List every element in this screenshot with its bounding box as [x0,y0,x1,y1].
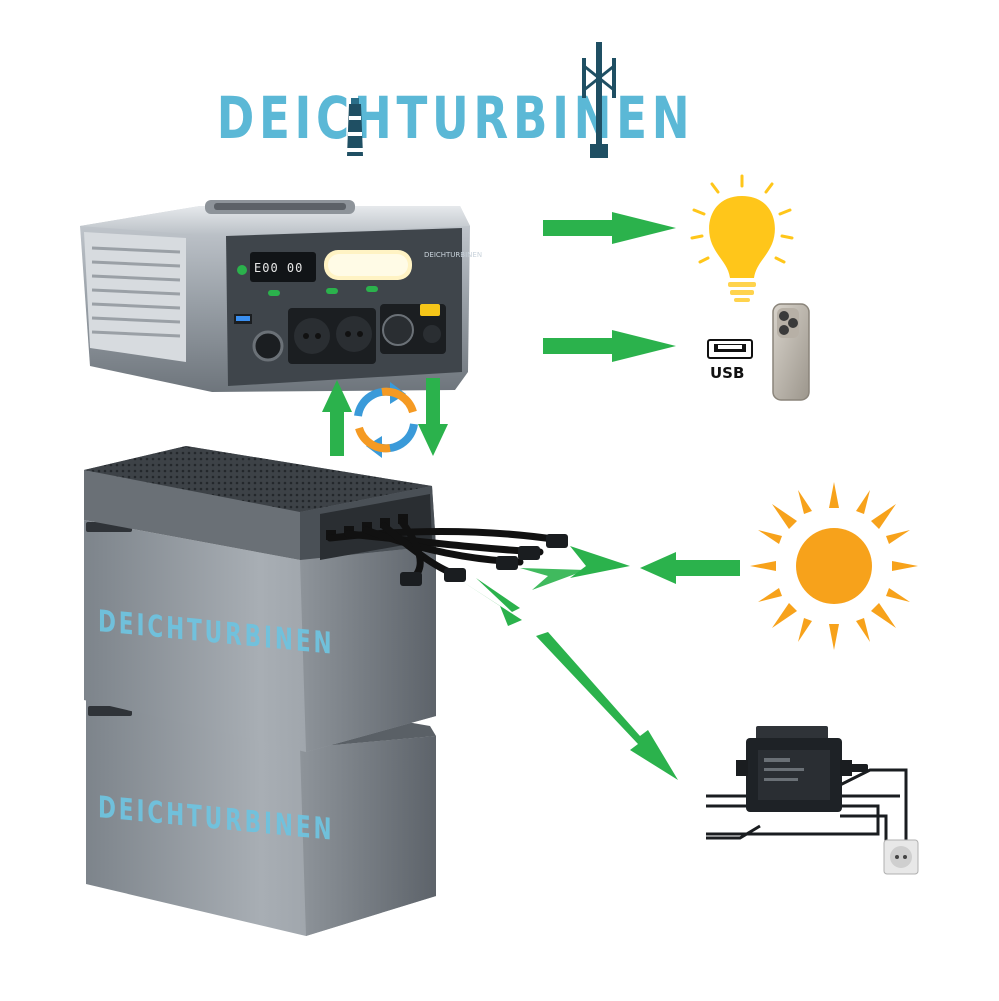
smartphone-icon [772,303,810,401]
solar-input-arrows [460,546,740,626]
power-station-front-brand: DEICHTURBINEN [424,251,482,259]
power-socket-icon [883,839,919,875]
arrow-to-inverter [536,632,678,780]
micro-inverter [706,726,908,846]
output-arrows [543,212,676,362]
arrow-to-bulb [543,212,676,244]
power-station-display: E00 00 [254,261,303,275]
usb-port-icon [707,339,753,359]
arrow-up [322,380,352,456]
brand-logo: DEICHTURBINEN [216,84,695,152]
pv-cables [326,518,564,584]
brand-wind-turbine-icon [582,42,616,158]
sun-icon [750,482,918,650]
charge-discharge-arrows [322,378,448,456]
battery-stack [84,446,436,936]
arrow-down [418,378,448,456]
arrow-to-usb [543,330,676,362]
power-station [80,200,470,392]
sync-icon [354,382,418,458]
usb-label: USB [710,364,745,382]
brand-lighthouse-icon [347,98,363,156]
arrow-from-sun [640,552,740,584]
light-bulb-icon [690,174,794,302]
